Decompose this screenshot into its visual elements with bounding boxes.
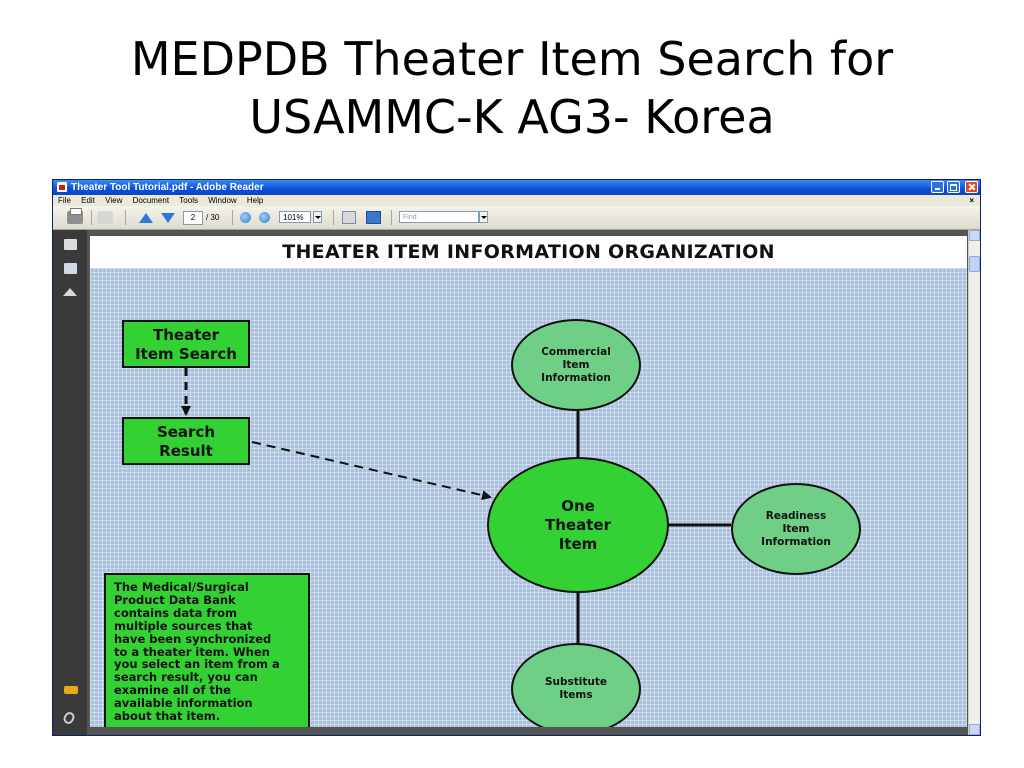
menu-file[interactable]: File [58,196,71,205]
close-document-button[interactable]: × [969,196,974,205]
diagram-area: Theater Item Search Search Result Commer… [90,268,967,727]
slide-title: MEDPDB Theater Item Search for USAMMC-K … [0,30,1024,146]
box-label-line: Theater [153,326,219,344]
circle-label-line: Commercial [541,345,611,358]
box-label-line: Result [159,442,213,460]
hand-icon[interactable] [97,211,113,224]
pdf-page: THEATER ITEM INFORMATION ORGANIZATION [90,236,967,727]
zoom-level-field[interactable]: 101% [279,211,311,223]
menu-tools[interactable]: Tools [179,196,198,205]
find-dropdown-button[interactable] [479,211,488,223]
minimize-button[interactable] [931,181,944,193]
circle-label-line: Readiness [765,509,827,522]
toolbar-separator [391,210,392,225]
box-label-line: Search [156,423,216,441]
next-page-icon[interactable] [161,213,175,223]
bookmarks-icon[interactable] [64,263,77,274]
zoom-dropdown-button[interactable] [313,211,322,223]
menu-window[interactable]: Window [208,196,237,205]
zoom-out-icon[interactable] [240,212,251,223]
page-heading: THEATER ITEM INFORMATION ORGANIZATION [90,236,967,268]
scroll-up-button[interactable] [969,230,980,241]
circle-label-line: Information [761,535,831,548]
adobe-reader-window: Theater Tool Tutorial.pdf - Adobe Reader… [52,179,981,736]
window-title: Theater Tool Tutorial.pdf - Adobe Reader [71,182,264,193]
pages-panel-icon[interactable] [64,239,77,250]
circle-label-line: One [561,496,595,515]
slide-title-line-1: MEDPDB Theater Item Search for [130,32,894,86]
page-total: / 30 [206,213,220,222]
menu-help[interactable]: Help [246,196,264,205]
page-number-input[interactable]: 2 [183,211,203,225]
window-titlebar[interactable]: Theater Tool Tutorial.pdf - Adobe Reader [53,180,980,195]
info-text-line: contains data from [114,605,237,620]
vertical-scrollbar[interactable] [968,230,980,735]
info-text-box: The Medical/Surgical Product Data Bank c… [104,573,310,727]
menu-bar: File Edit View Document Tools Window Hel… [53,195,980,206]
diagram-connectors [181,368,731,644]
close-window-button[interactable] [965,181,978,193]
menu-edit[interactable]: Edit [81,196,95,205]
info-text-line: available information [114,696,253,711]
circle-label-line: Item [562,358,590,371]
layers-icon[interactable] [63,288,77,296]
info-text-line: search result, you can [114,670,258,685]
menu-document[interactable]: Document [132,196,170,205]
circle-label-line: Information [541,371,611,384]
previous-page-icon[interactable] [139,213,153,223]
info-text-line: to a theater item. When [114,644,270,659]
info-text-line: The Medical/Surgical [114,580,249,594]
zoom-in-icon[interactable] [259,212,270,223]
toolbar: 2 / 30 101% Find [53,206,980,230]
info-text-line: multiple sources that [114,618,253,633]
info-text-line: examine all of the [114,683,231,698]
circle-label-line: Items [559,689,593,701]
toolbar-separator [232,210,233,225]
toolbar-separator [333,210,334,225]
info-text-line: have been synchronized [114,631,272,646]
scroll-down-button[interactable] [969,724,980,735]
circle-label-line: Theater [545,515,611,534]
box-label-line: Item Search [135,345,237,363]
info-text-line: Product Data Bank [114,592,236,607]
circle-label-line: Item [782,522,810,535]
theater-item-search-box: Theater Item Search [122,320,250,368]
substitute-items-circle: Substitute Items [511,643,641,727]
info-text-line: about that item. [114,709,221,724]
scroll-thumb[interactable] [969,256,980,272]
circle-label-line: Substitute [544,676,608,688]
result-to-item-arrow [251,441,492,501]
find-input[interactable]: Find [399,211,479,223]
readiness-item-information-circle: Readiness Item Information [731,483,861,575]
pdf-icon [57,182,67,192]
attachments-icon[interactable] [61,710,77,726]
slide-title-line-2: USAMMC-K AG3- Korea [249,90,775,144]
info-text-line: you select an item from a [114,657,280,672]
commercial-item-information-circle: Commercial Item Information [511,319,641,411]
menu-view[interactable]: View [105,196,123,205]
document-view[interactable]: THEATER ITEM INFORMATION ORGANIZATION [87,230,980,735]
fit-page-icon[interactable] [342,211,356,224]
search-result-box: Search Result [122,417,250,465]
print-icon[interactable] [67,208,83,224]
toolbar-separator [125,210,126,225]
signature-icon[interactable] [64,686,78,694]
fit-width-icon[interactable] [366,211,381,224]
maximize-button[interactable] [947,181,960,193]
navigation-panel [53,230,87,735]
toolbar-separator [91,210,92,225]
one-theater-item-circle: One Theater Item [487,457,669,593]
circle-label-line: Item [558,534,598,553]
